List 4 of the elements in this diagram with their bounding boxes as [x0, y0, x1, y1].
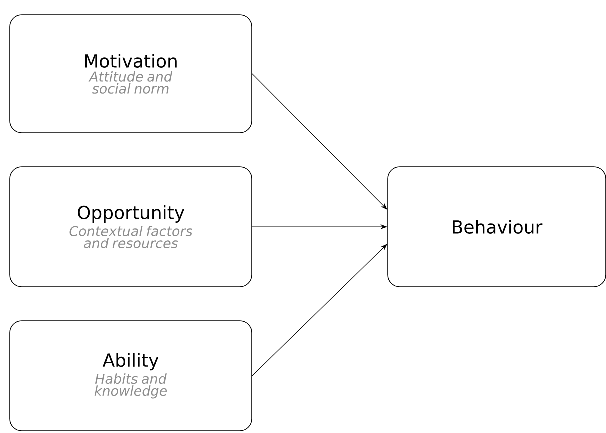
rounded-box: Opportunity Contextual factors and resources — [10, 166, 252, 288]
rounded-box: Behaviour — [388, 166, 606, 288]
rounded-box: Motivation Attitude and social norm — [10, 14, 252, 134]
rounded-box: Ability Habits and knowledge — [10, 320, 252, 432]
